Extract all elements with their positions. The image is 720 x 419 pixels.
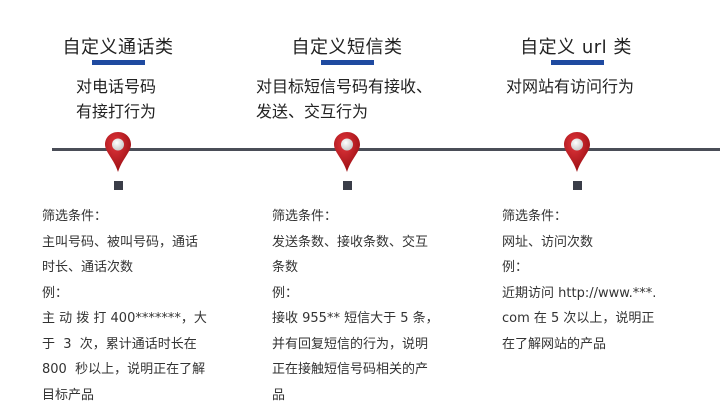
column-title-url: 自定义 url 类 <box>520 37 632 58</box>
column-title-call: 自定义通话类 <box>62 37 174 58</box>
column-details-url: 筛选条件： 网址、访问次数 例： 近期访问 http://www.***. co… <box>502 209 657 352</box>
title-underline <box>92 60 145 65</box>
title-underline <box>321 60 374 65</box>
timeline-marker <box>114 181 123 190</box>
title-underline <box>551 60 604 65</box>
timeline-marker <box>343 181 352 190</box>
map-pin-icon <box>105 132 131 172</box>
map-pin-icon <box>564 132 590 172</box>
column-details-call: 筛选条件： 主叫号码、被叫号码，通话 时长、通话次数 例： 主 动 拨 打 40… <box>42 209 207 403</box>
column-subtitle-url: 对网站有访问行为 <box>506 77 635 96</box>
map-pin-icon <box>334 132 360 172</box>
timeline-line <box>52 148 720 151</box>
column-subtitle-sms: 对目标短信号码有接收、 发送、交互行为 <box>256 77 433 121</box>
column-details-sms: 筛选条件： 发送条数、接收条数、交互 条数 例： 接收 955** 短信大于 5… <box>272 209 439 403</box>
column-subtitle-call: 对电话号码 有接打行为 <box>76 77 157 121</box>
timeline-marker <box>573 181 582 190</box>
column-title-sms: 自定义短信类 <box>291 37 403 58</box>
